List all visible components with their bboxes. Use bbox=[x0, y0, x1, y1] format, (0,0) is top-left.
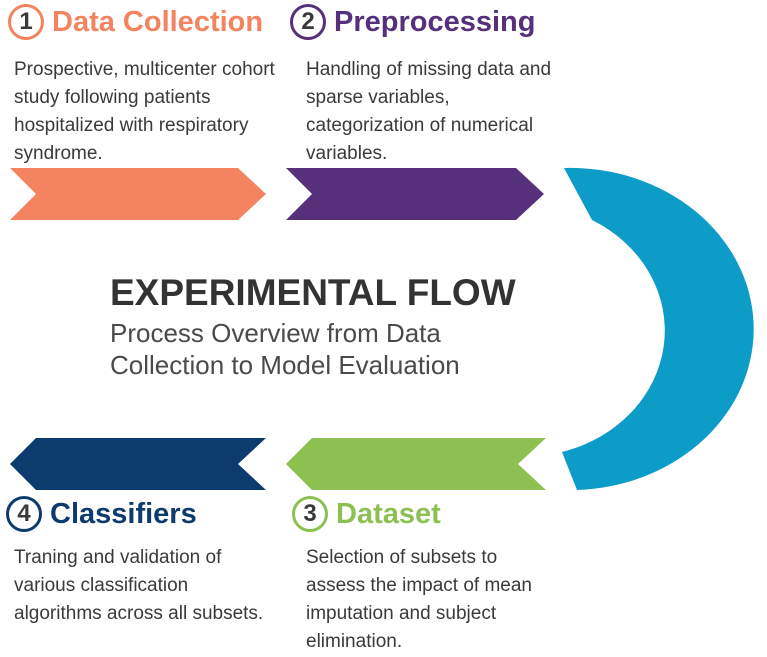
step-2-arrow bbox=[286, 168, 544, 220]
step-1-arrow bbox=[10, 168, 266, 220]
step-3-number-circle: 3 bbox=[292, 496, 328, 532]
step-1-title: Data Collection bbox=[52, 5, 264, 38]
step-2-header: 2 Preprocessing bbox=[290, 0, 535, 44]
step-2-description: Handling of missing data and sparse vari… bbox=[306, 59, 552, 164]
diagram-subtitle: Process Overview from Data Collection to… bbox=[110, 318, 460, 380]
step-1-header: 1 Data Collection bbox=[8, 0, 263, 44]
step-4-header: 4 Classifiers bbox=[6, 492, 197, 536]
step-4-title: Classifiers bbox=[50, 497, 197, 530]
step-4-description: Traning and validation of various classi… bbox=[14, 547, 264, 624]
curve-connector bbox=[562, 167, 754, 491]
diagram-title: EXPERIMENTAL FLOW bbox=[110, 272, 516, 313]
step-1-description: Prospective, multicenter cohort study fo… bbox=[14, 59, 275, 164]
step-3-title: Dataset bbox=[336, 497, 441, 530]
step-4-arrow bbox=[10, 438, 266, 490]
step-3-header: 3 Dataset bbox=[292, 492, 441, 536]
step-4-number-circle: 4 bbox=[6, 496, 42, 532]
step-3-arrow bbox=[286, 438, 546, 490]
step-2-number-circle: 2 bbox=[290, 4, 326, 40]
step-1-number-circle: 1 bbox=[8, 4, 44, 40]
step-3-description: Selection of subsets to assess the impac… bbox=[306, 547, 532, 652]
step-2-title: Preprocessing bbox=[334, 5, 536, 38]
